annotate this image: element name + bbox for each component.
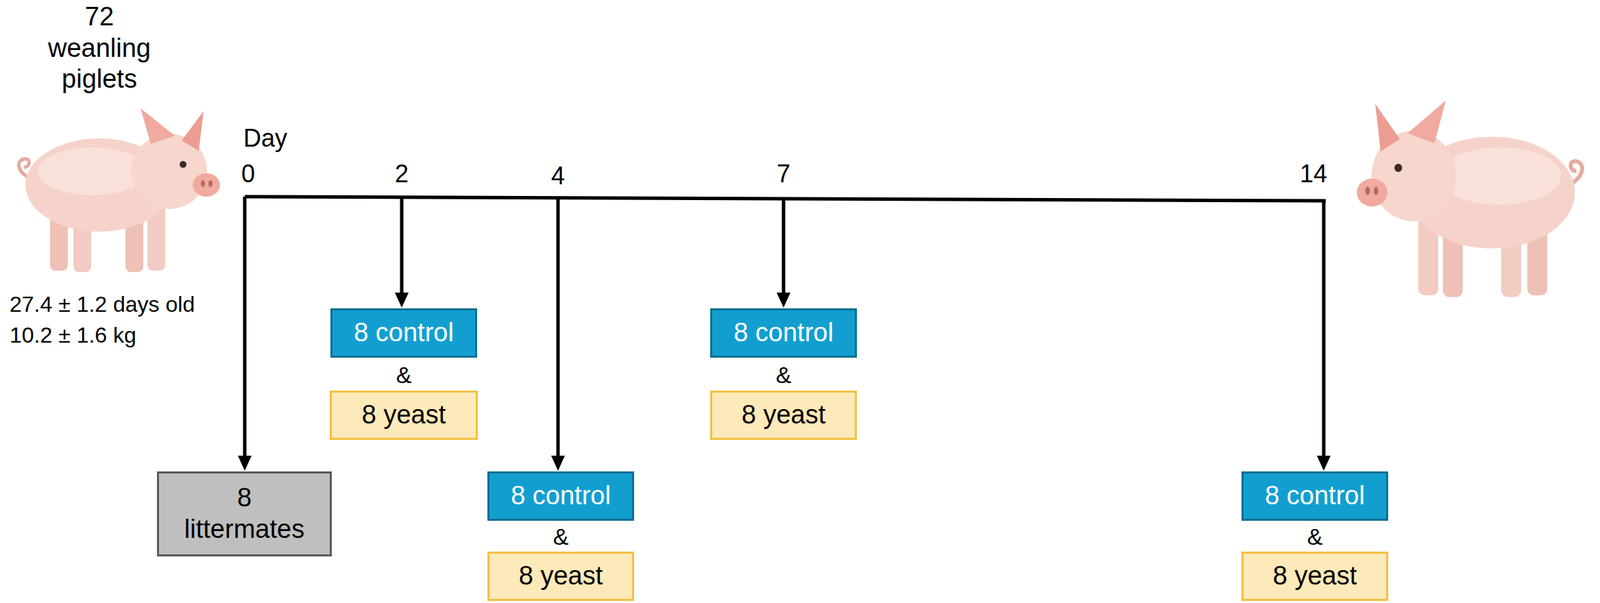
arrow-shaft — [782, 198, 786, 296]
ampersand: & — [1294, 524, 1336, 550]
arrow-shaft — [400, 197, 404, 296]
arrow-head — [394, 292, 409, 308]
arrow-head — [776, 292, 791, 308]
control-box: 8 control — [710, 308, 857, 358]
ampersand: & — [383, 362, 425, 389]
day-number: 7 — [756, 159, 811, 189]
arrow-shaft — [556, 198, 561, 459]
box-label: 8 littermates — [179, 482, 310, 545]
day-number: 2 — [374, 159, 430, 189]
yeast-box: 8 yeast — [329, 390, 478, 441]
age-label: 27.4 ± 1.2 days old — [9, 291, 195, 318]
arrow-head — [551, 455, 565, 471]
control-box: 8 control — [330, 308, 478, 358]
box-label: 8 control — [733, 317, 834, 349]
pig-picture — [1356, 100, 1583, 298]
ampersand: & — [762, 362, 805, 389]
day-number: 14 — [1286, 159, 1341, 189]
arrow-head — [1316, 455, 1331, 471]
arrow-head — [237, 455, 252, 471]
box-label: 8 yeast — [741, 399, 827, 432]
day-number: 4 — [530, 161, 586, 191]
arrow-shaft — [243, 196, 247, 459]
box-label: 8 control — [510, 480, 611, 513]
box-label: 8 control — [1264, 480, 1365, 513]
yeast-box: 8 yeast — [1241, 551, 1389, 602]
piglet-picture — [18, 108, 221, 273]
box-label: 8 control — [353, 317, 454, 349]
ampersand: & — [540, 524, 582, 550]
yeast-box: 8 yeast — [487, 551, 635, 602]
yeast-box: 8 yeast — [710, 390, 857, 441]
box-label: 8 yeast — [1273, 560, 1358, 593]
control-box: 8 control — [487, 471, 635, 521]
arrow-shaft — [1322, 200, 1326, 459]
axis-title: Day — [224, 123, 307, 153]
cohort-label: 72 weanling piglets — [41, 1, 158, 96]
control-box: 8 control — [1241, 471, 1389, 521]
littermate-box: 8 littermates — [156, 471, 332, 557]
weight-label: 10.2 ± 1.6 kg — [9, 322, 137, 349]
day-number: 0 — [220, 159, 276, 189]
box-label: 8 yeast — [518, 560, 604, 593]
box-label: 8 yeast — [361, 399, 447, 432]
